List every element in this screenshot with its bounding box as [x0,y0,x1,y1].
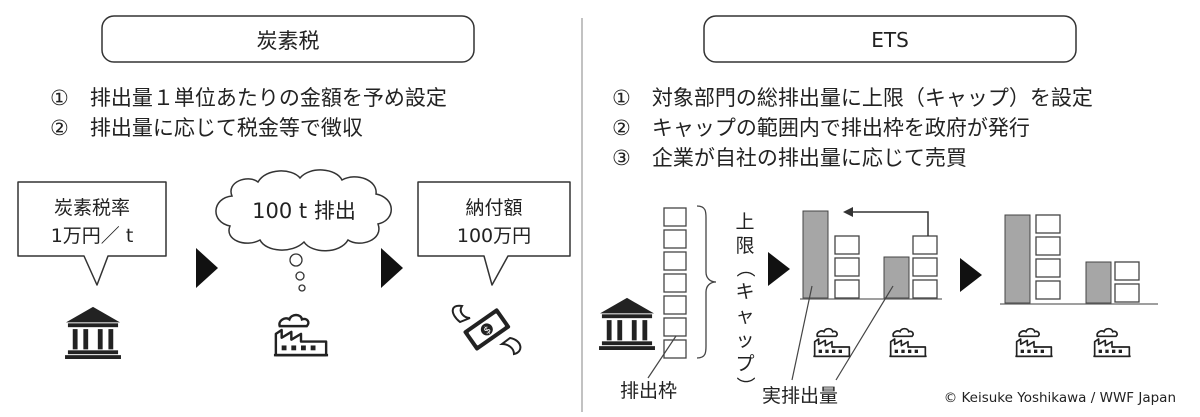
carbon-tax-heading: 炭素税 [257,29,320,53]
emission-amount: 100 t 排出 [252,199,356,223]
factory-icon [1014,327,1054,358]
government-building-icon [599,297,655,350]
actual-emission-label: 実排出量 [762,385,838,407]
tax-rate-bubble [17,181,167,286]
tax-rate-label: 炭素税率 [54,197,130,219]
actual-emission-pointer [835,285,894,381]
ets-point-2: ② キャップの範囲内で排出枠を政府が発行 [612,116,1030,140]
svg-text:ャ: ャ [735,305,754,327]
arrow-right-icon [960,258,982,292]
factory-icon [272,313,330,357]
allowance-transfer-arrow [850,211,929,236]
tax-rate-value: 1万円／ t [51,225,134,247]
payment-label: 納付額 [465,197,522,219]
arrow-right-icon [381,248,403,288]
svg-text:）: ） [734,376,756,395]
allowance-stack [663,207,687,359]
cap-label: 上 限 （ キ ャ ッ プ ） [734,211,756,396]
carbon-tax-heading-box [101,15,475,63]
flying-money-icon: $ [451,304,522,356]
ets-heading: ETS [871,28,909,52]
factory-icon [1092,327,1132,358]
credit-line: © Keisuke Yoshikawa / WWF Japan [944,390,1176,406]
ets-point-3: ③ 企業が自社の排出量に応じて売買 [612,146,967,170]
svg-text:（: （ [734,258,756,277]
ets-point-1: ① 対象部門の総排出量に上限（キャップ）を設定 [612,86,1093,110]
actual-emission-bar-low [883,256,910,299]
svg-text:ッ: ッ [735,329,754,351]
government-building-icon [65,306,121,359]
ets-heading-box [703,15,1077,63]
carbon-tax-point-1: ① 排出量１単位あたりの金額を予め設定 [50,86,447,110]
actual-emission-bar-low [1085,261,1112,304]
actual-emission-bar-high [1004,214,1031,304]
ets-section: ETS ① 対象部門の総排出量に上限（キャップ）を設定 ② キャップの範囲内で排… [599,15,1176,407]
payment-bubble [417,181,571,286]
actual-emission-bar-high [802,210,829,299]
emission-cloud [215,169,392,252]
svg-text:$: $ [482,324,494,337]
arrow-right-icon [768,252,790,286]
allowance-label: 排出枠 [620,380,677,402]
svg-text:プ: プ [735,353,754,375]
carbon-tax-point-2: ② 排出量に応じて税金等で徴収 [50,116,363,140]
cap-brace [696,205,717,359]
actual-emission-pointer [791,285,813,381]
svg-text:キ: キ [735,281,754,303]
trading-after-chart [1000,214,1158,358]
payment-value: 100万円 [457,225,531,247]
factory-icon [888,327,928,358]
svg-text:限: 限 [735,235,754,257]
trading-before-chart [800,207,942,358]
factory-icon [812,327,852,358]
carbon-tax-section: 炭素税 ① 排出量１単位あたりの金額を予め設定 ② 排出量に応じて税金等で徴収 … [17,15,571,359]
svg-text:上: 上 [735,211,754,233]
arrow-right-icon [196,248,218,288]
allowance-pointer [647,335,677,379]
